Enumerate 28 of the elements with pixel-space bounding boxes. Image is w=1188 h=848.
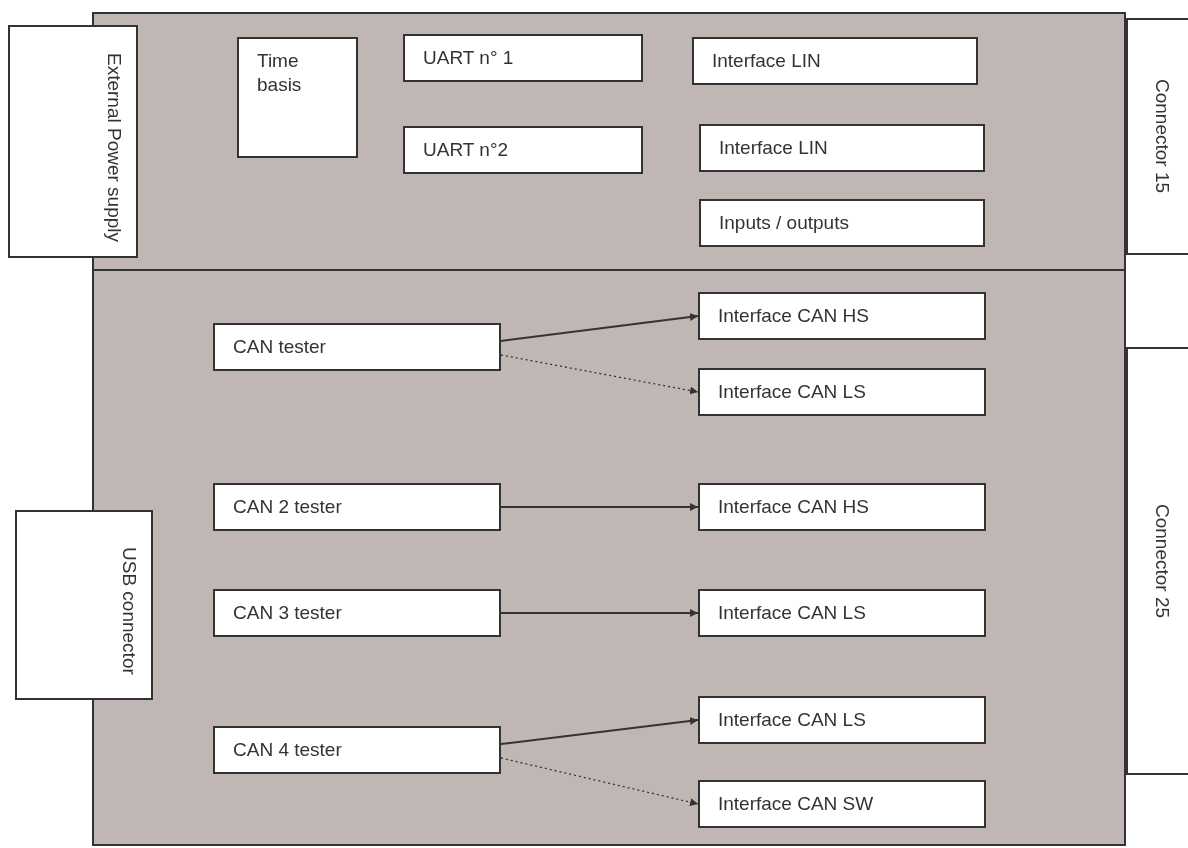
module-box: CAN tester — [213, 323, 501, 371]
arrow — [500, 757, 699, 807]
module-box: Interface CAN HS — [698, 483, 986, 531]
module-box: UART n°2 — [403, 126, 643, 174]
arrow — [500, 313, 699, 342]
module-box: Interface LIN — [699, 124, 985, 172]
module-box: CAN 2 tester — [213, 483, 501, 531]
module-box: Interface CAN SW — [698, 780, 986, 828]
arrow — [500, 503, 699, 511]
arrow — [500, 717, 699, 745]
connector-box: Connector 25 — [1126, 347, 1188, 775]
arrow — [500, 609, 699, 617]
module-box: Inputs / outputs — [699, 199, 985, 247]
connector-box: Connector 15 — [1126, 18, 1188, 255]
module-box: Interface CAN LS — [698, 589, 986, 637]
module-box: UART n° 1 — [403, 34, 643, 82]
module-box: Interface LIN — [692, 37, 978, 85]
module-box: Interface CAN LS — [698, 696, 986, 744]
board-section — [92, 12, 1126, 271]
arrow — [500, 354, 699, 395]
module-box: CAN 3 tester — [213, 589, 501, 637]
power-supply-box: External Power supply — [8, 25, 138, 258]
module-box: CAN 4 tester — [213, 726, 501, 774]
module-box: Interface CAN LS — [698, 368, 986, 416]
board-section — [92, 269, 1126, 846]
usb-connector-box: USB connector — [15, 510, 153, 700]
module-box: Time basis — [237, 37, 358, 158]
module-box: Interface CAN HS — [698, 292, 986, 340]
